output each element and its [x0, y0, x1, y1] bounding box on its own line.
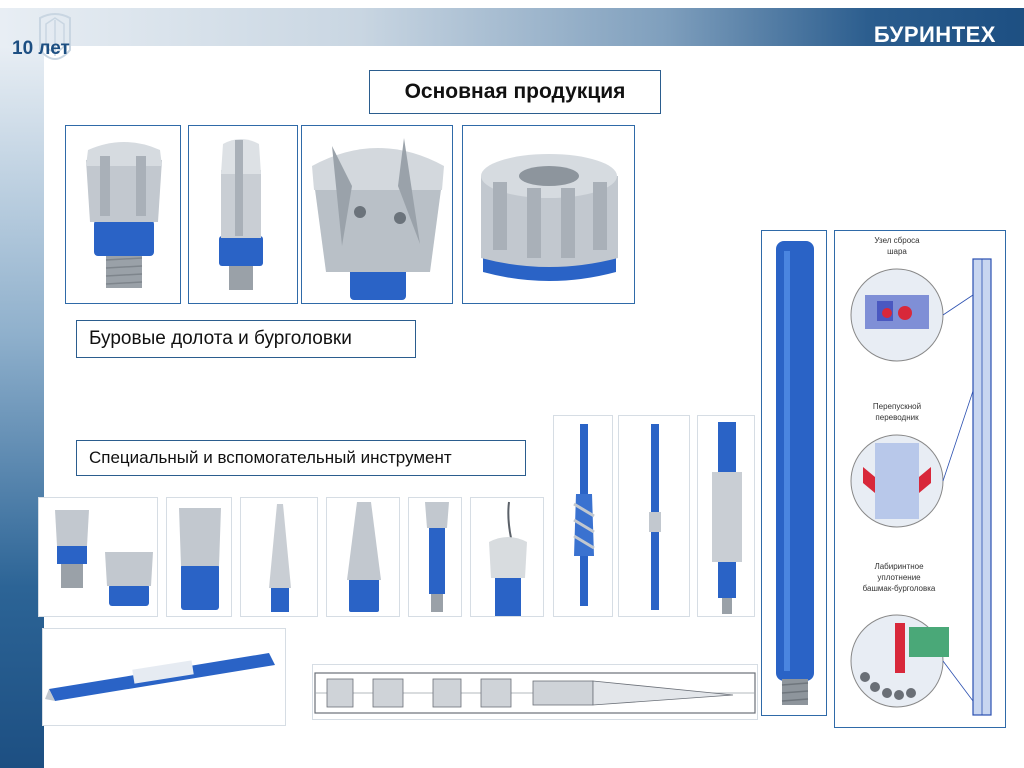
- diagram-label-seal-line3: башмак-бурголовка: [863, 584, 936, 593]
- product-photo-catcher: [470, 497, 544, 617]
- product-photo-stabilizer-1: [553, 415, 613, 617]
- product-photo-bit-2: [188, 125, 298, 304]
- product-photo-bit-3: [301, 125, 453, 304]
- anniversary-label: 10 лет: [12, 38, 70, 59]
- product-photo-bit-1: [65, 125, 181, 304]
- product-photo-mill: [408, 497, 462, 617]
- diagram-label-ball-drop-line2: шара: [887, 247, 907, 256]
- section-label-special-tools-text: Специальный и вспомогательный инструмент: [89, 448, 452, 467]
- diagram-label-seal-line1: Лабиринтное: [874, 562, 924, 571]
- page-title: Основная продукция: [369, 70, 661, 114]
- product-photo-core-heads: [38, 497, 158, 617]
- product-photo-drill-column: [761, 230, 827, 716]
- section-label-drill-bits: Буровые долота и бурголовки: [76, 320, 416, 358]
- brand-name: БУРИНТЕХ: [873, 22, 996, 47]
- product-photo-reamer-1: [240, 497, 318, 617]
- diagram-label-bypass-line1: Перепускной: [873, 402, 921, 411]
- diagram-label-seal-line2: уплотнение: [877, 573, 921, 582]
- left-accent-bar: [0, 46, 44, 768]
- product-photo-downhole-tool-cutaway: [42, 628, 286, 726]
- product-photo-stabilizer-2: [618, 415, 690, 617]
- section-label-drill-bits-text: Буровые долота и бурголовки: [89, 328, 352, 349]
- company-logo-icon: [39, 13, 71, 60]
- diagram-label-bypass-line2: переводник: [875, 413, 919, 422]
- section-label-special-tools: Специальный и вспомогательный инструмент: [76, 440, 526, 476]
- product-photo-stabilizer-3: [697, 415, 755, 617]
- diagram-label-ball-drop-line1: Узел сброса: [874, 236, 920, 245]
- technical-diagram-panel: Узел сброса шара Перепускной переводник …: [834, 230, 1006, 728]
- header-bar: БУРИНТЕХ: [0, 8, 1024, 47]
- technical-drawing-assembly: [312, 664, 758, 720]
- product-photo-crown: [166, 497, 232, 617]
- product-photo-bit-4: [462, 125, 635, 304]
- product-photo-reamer-2: [326, 497, 400, 617]
